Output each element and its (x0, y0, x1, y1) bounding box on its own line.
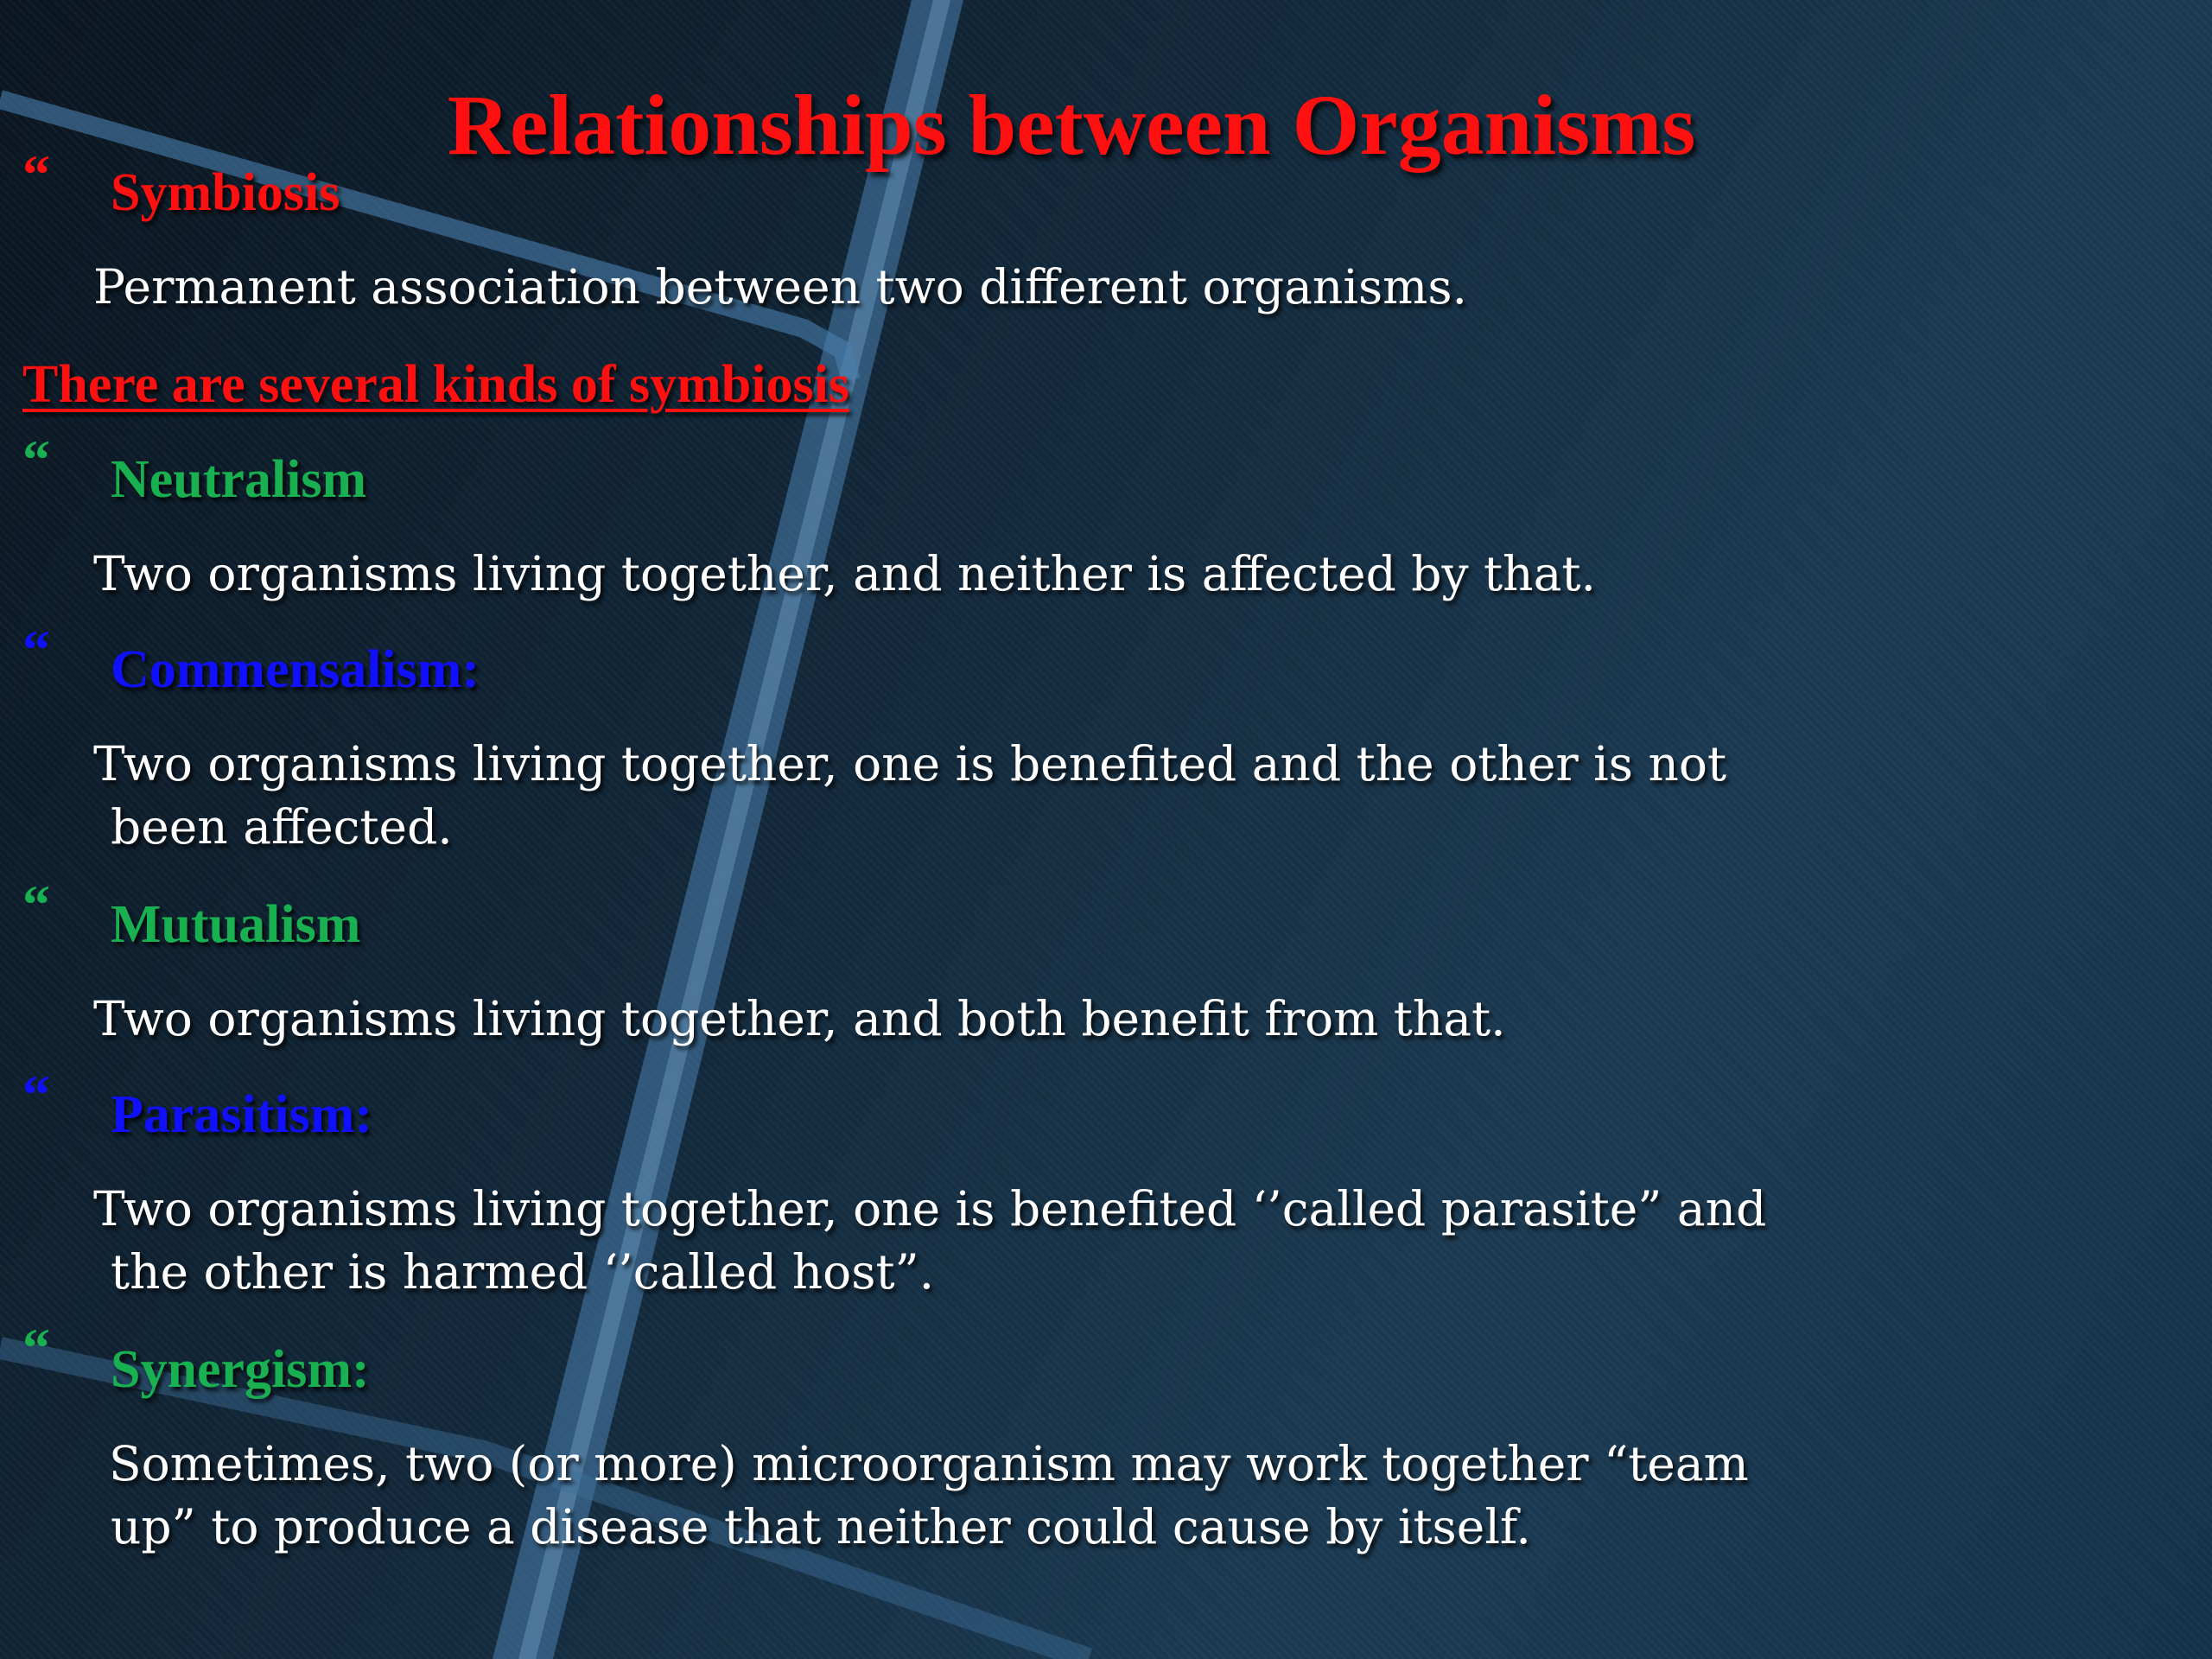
quote-bullet-icon: “ (22, 874, 50, 935)
quote-bullet-icon: “ (22, 619, 50, 680)
term-mutualism: Mutualism (111, 895, 361, 954)
quote-bullet-icon: “ (22, 1064, 50, 1125)
definition-synergism-line-1: Sometimes, two (or more) microorganism m… (109, 1436, 1749, 1491)
quote-bullet-icon: “ (22, 429, 50, 490)
term-symbiosis: Symbiosis (111, 163, 340, 222)
term-synergism: Synergism: (111, 1340, 370, 1399)
definition-parasitism-line-2: the other is harmed ‘’called host”. (111, 1244, 935, 1300)
slide-title: Relationships between Organisms (447, 77, 1696, 173)
definition-synergism-line-2: up” to produce a disease that neither co… (111, 1499, 1531, 1554)
quote-bullet-icon: “ (22, 143, 50, 205)
term-parasitism: Parasitism: (111, 1085, 373, 1144)
definition-commensalism-line-2: been affected. (111, 799, 453, 855)
definition-commensalism-line-1: Two organisms living together, one is be… (93, 736, 1727, 791)
term-commensalism: Commensalism: (111, 640, 480, 699)
quote-bullet-icon: “ (22, 1317, 50, 1378)
definition-symbiosis: Permanent association between two differ… (93, 259, 1468, 315)
definition-neutralism: Two organisms living together, and neith… (93, 546, 1596, 601)
term-neutralism: Neutralism (111, 450, 367, 509)
definition-parasitism-line-1: Two organisms living together, one is be… (93, 1181, 1767, 1236)
definition-mutualism: Two organisms living together, and both … (93, 991, 1506, 1046)
kinds-heading: There are several kinds of symbiosis (22, 355, 850, 414)
